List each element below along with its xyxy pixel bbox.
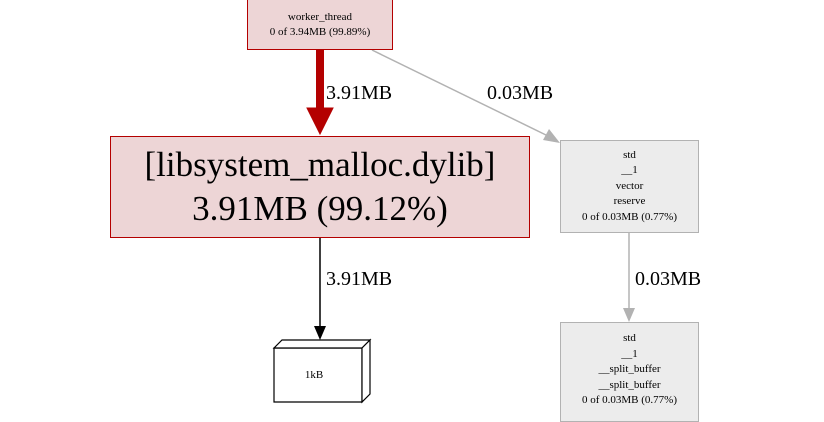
node-malloc-name: [libsystem_malloc.dylib] — [144, 145, 496, 184]
edge-label-malloc-to-leaf: 3.91MB — [326, 268, 393, 290]
node-reserve-class: vector — [615, 179, 644, 192]
node-libsystem-malloc[interactable]: [libsystem_malloc.dylib] 3.91MB (99.12%) — [110, 136, 530, 238]
node-split-inner-ns: __1 — [621, 347, 638, 360]
edge-worker-to-reserve — [371, 49, 549, 137]
node-reserve-inner-ns: __1 — [621, 164, 638, 177]
node-worker-thread-stats: 0 of 3.94MB (99.89%) — [269, 26, 371, 38]
arrowhead-malloc-to-leaf — [314, 326, 326, 340]
node-split-buffer[interactable]: std __1 __split_buffer __split_buffer 0 … — [560, 322, 699, 422]
arrowhead-worker-to-malloc — [306, 107, 334, 136]
node-vector-reserve[interactable]: std __1 vector reserve 0 of 0.03MB (0.77… — [560, 140, 699, 233]
leaf-box-3d — [272, 338, 372, 404]
arrowhead-worker-to-reserve — [543, 129, 560, 143]
node-reserve-method: reserve — [613, 195, 646, 208]
node-split-class: __split_buffer — [598, 363, 661, 375]
node-worker-thread[interactable]: worker_thread 0 of 3.94MB (99.89%) — [247, 0, 393, 50]
edge-layer — [272, 49, 635, 404]
node-leaf-label: 1kB — [304, 369, 324, 381]
node-reserve-ns: std — [623, 148, 636, 161]
arrowhead-reserve-to-split — [623, 308, 635, 322]
edge-label-reserve-to-split: 0.03MB — [635, 268, 702, 290]
node-split-ns: std — [623, 332, 636, 344]
node-reserve-stats: 0 of 0.03MB (0.77%) — [581, 210, 678, 223]
edge-label-worker-to-malloc: 3.91MB — [326, 82, 393, 104]
node-malloc-stats: 3.91MB (99.12%) — [192, 189, 448, 228]
edge-label-worker-to-reserve: 0.03MB — [487, 82, 554, 104]
node-worker-thread-name: worker_thread — [287, 11, 353, 23]
node-split-method: __split_buffer — [598, 378, 661, 391]
node-leaf-1kb[interactable]: 1kB — [274, 340, 366, 402]
callgraph-diagram: worker_thread 0 of 3.94MB (99.89%) [libs… — [110, 0, 702, 422]
node-split-stats: 0 of 0.03MB (0.77%) — [581, 394, 678, 406]
